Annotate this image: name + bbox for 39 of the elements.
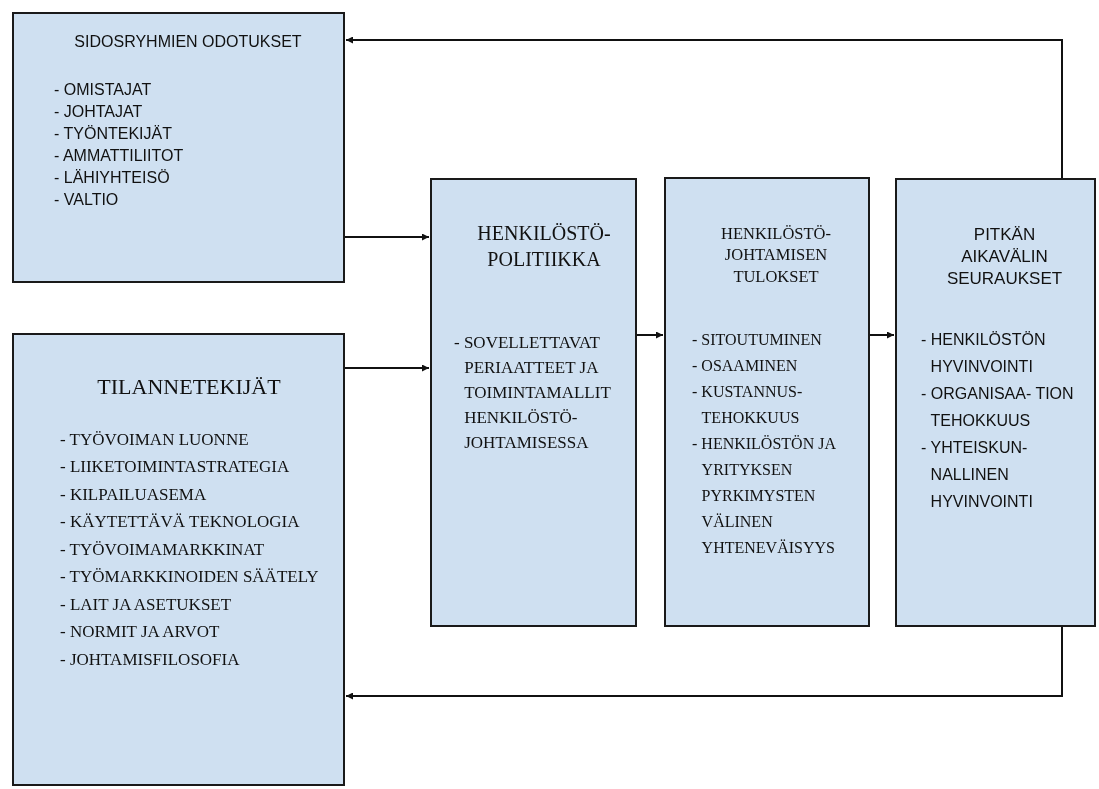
arrow	[636, 331, 664, 339]
list-item: - KILPAILUASEMA	[60, 483, 208, 506]
list-item: - OMISTAJAT	[54, 79, 153, 100]
list-item: - LÄHIYHTEISÖ	[54, 167, 171, 188]
list-item: - NORMIT JA ARVOT	[60, 621, 221, 644]
list-item: - VALTIO	[54, 189, 120, 210]
box-heading: TILANNETEKIJÄT	[96, 373, 282, 401]
list-item: - JOHTAJAT	[54, 101, 144, 122]
process-box	[895, 178, 1096, 627]
list-item: - ORGANISAA- TION TEHOKKUUS	[921, 384, 1075, 432]
arrow	[344, 364, 430, 372]
process-box	[12, 333, 345, 786]
box-heading: HENKILÖSTÖ- POLITIIKKA	[476, 221, 612, 272]
list-item: - LIIKETOIMINTASTRATEGIA	[60, 456, 291, 479]
list-item: - SOVELLETTAVAT PERIAATTEET JA TOIMINTAMALLIT HENKILÖSTÖ- JOHTAMISESSA	[454, 332, 612, 454]
box-heading: PITKÄN AIKAVÄLIN SEURAUKSET	[945, 224, 1064, 291]
list-item: - TYÖVOIMAMARKKINAT	[60, 538, 266, 561]
list-item: - HENKILÖSTÖN HYVINVOINTI	[921, 330, 1047, 378]
process-box	[430, 178, 637, 627]
box-heading: HENKILÖSTÖ- JOHTAMISEN TULOKSET	[720, 223, 832, 288]
list-item: - TYÖNTEKIJÄT	[54, 123, 173, 144]
list-item: - KÄYTETTÄVÄ TEKNOLOGIA	[60, 511, 301, 534]
arrow	[345, 36, 1063, 179]
arrow	[345, 626, 1063, 700]
list-item: - YHTEISKUN- NALLINEN HYVINVOINTI	[921, 438, 1034, 513]
list-item: - KUSTANNUS- TEHOKKUUS	[692, 382, 804, 429]
list-item: - LAIT JA ASETUKSET	[60, 593, 233, 616]
arrow	[869, 331, 895, 339]
list-item: - TYÖVOIMAN LUONNE	[60, 428, 250, 451]
process-box	[664, 177, 870, 627]
list-item: - OSAAMINEN	[692, 356, 799, 377]
list-item: - AMMATTILIITOT	[54, 145, 185, 166]
list-item: - JOHTAMISFILOSOFIA	[60, 648, 241, 671]
process-box	[12, 12, 345, 283]
list-item: - TYÖMARKKINOIDEN SÄÄTELY	[60, 566, 320, 589]
list-item: - HENKILÖSTÖN JA YRITYKSEN PYRKIMYSTEN VÄLINEN YHTENEVÄISYYS	[692, 434, 837, 559]
list-item: - SITOUTUMINEN	[692, 330, 823, 351]
arrow	[344, 233, 430, 241]
box-heading: SIDOSRYHMIEN ODOTUKSET	[73, 32, 303, 52]
